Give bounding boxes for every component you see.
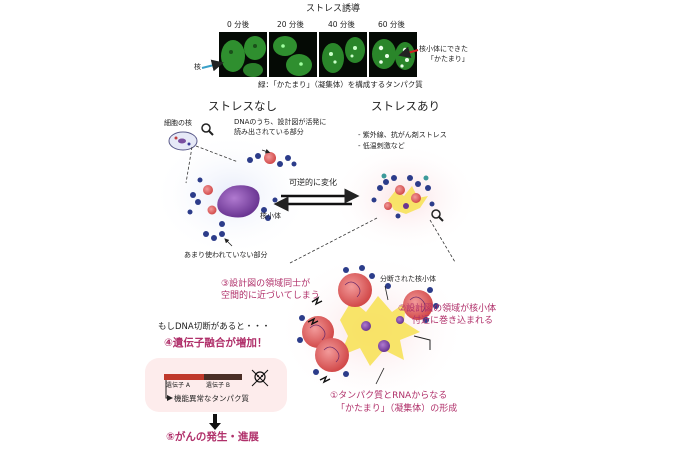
dna-break-condition: もしDNA切断があると・・・ <box>158 322 271 332</box>
time-label-40: 40 分後 <box>328 20 355 29</box>
stress-heading: ストレスあり <box>371 99 440 113</box>
step5-cancer: ⑤がんの発生・進展 <box>166 431 259 443</box>
nucleolus-pointer-arrow <box>398 46 419 59</box>
gene-b-label: 遺伝子 B <box>206 382 231 389</box>
dna-domain-ball <box>338 273 372 307</box>
nucleus-pointer-arrow <box>201 59 224 72</box>
step4-gene-fusion: ④遺伝子融合が増加！ <box>164 337 268 349</box>
nucleus-label: 核 <box>194 63 201 71</box>
step2-line2: 付近に巻き込まれる <box>412 316 494 326</box>
stress-type-1: - 紫外線、抗がん剤ストレス <box>358 131 447 139</box>
active-dna-clusters <box>203 152 276 215</box>
fragmented-nucleolus <box>378 340 390 352</box>
dna-coils-right <box>371 175 435 219</box>
step3-line1: ③設計図の領域同士が <box>221 279 311 289</box>
time-label-0: 0 分後 <box>227 20 250 29</box>
fragmented-nucleolus <box>361 321 371 331</box>
stress-type-2: - 低温刺激など <box>358 142 405 150</box>
microscopy-panel-0min <box>219 32 267 77</box>
zoom-illustration <box>297 265 439 385</box>
microscopy-panel-40min <box>319 32 367 77</box>
time-label-20: 20 分後 <box>277 20 304 29</box>
abnormal-protein-label: 機能異常なタンパク質 <box>174 394 249 403</box>
microscopy-panel-20min <box>269 32 317 77</box>
unused-region-label: あまり使われていない部分 <box>184 251 268 259</box>
microscopy-caption: 緑：「かたまり」（凝集体）を構成するタンパク質 <box>258 80 423 89</box>
dna-domain-ball <box>315 338 349 372</box>
step1-line2: 「かたまり」（凝集体）の形成 <box>336 404 458 414</box>
magnifier-icon-2 <box>431 209 441 219</box>
skull-icon <box>251 369 269 387</box>
stress-induction-title: ストレス誘導 <box>306 4 361 14</box>
gene-a-bar <box>164 374 204 380</box>
fragmented-nucleolus <box>396 316 404 324</box>
nucleolus-shape <box>217 185 260 218</box>
fragmented-nucleolus-label: 分断された核小体 <box>380 275 436 283</box>
magnifier-icon <box>201 123 211 133</box>
gene-a-label: 遺伝子 A <box>166 382 191 389</box>
step1-line1: ①タンパク質とRNAからなる <box>330 391 448 401</box>
no-stress-heading: ストレスなし <box>208 99 277 113</box>
nucleolus-aggregate-label-1: 核小体にできた <box>419 45 468 53</box>
step3-line2: 空間的に近づいてしまう <box>221 291 320 301</box>
gene-b-bar <box>204 374 242 380</box>
nucleolus-aggregate-label-2: 「かたまり」 <box>427 55 469 63</box>
cell-nucleus-label: 細胞の核 <box>164 119 192 127</box>
dna-domain-ball <box>403 290 433 320</box>
dna-break-mark <box>319 375 331 384</box>
active-dna-label-2: 読み出されている部分 <box>234 128 304 136</box>
dna-coils-left <box>187 153 297 241</box>
active-dna-label-1: DNAのうち、設計図が活発に <box>234 118 327 126</box>
nucleolus-label: 核小体 <box>260 212 281 220</box>
dna-break-mark <box>307 317 319 326</box>
time-label-60: 60 分後 <box>378 20 405 29</box>
reversible-label: 可逆的に変化 <box>289 178 337 187</box>
dna-break-mark <box>311 296 323 306</box>
step2-line1: ②設計図の領域が核小体 <box>398 304 497 314</box>
stressed-nucleolus <box>384 185 428 214</box>
gene-fusion-box <box>145 358 287 412</box>
